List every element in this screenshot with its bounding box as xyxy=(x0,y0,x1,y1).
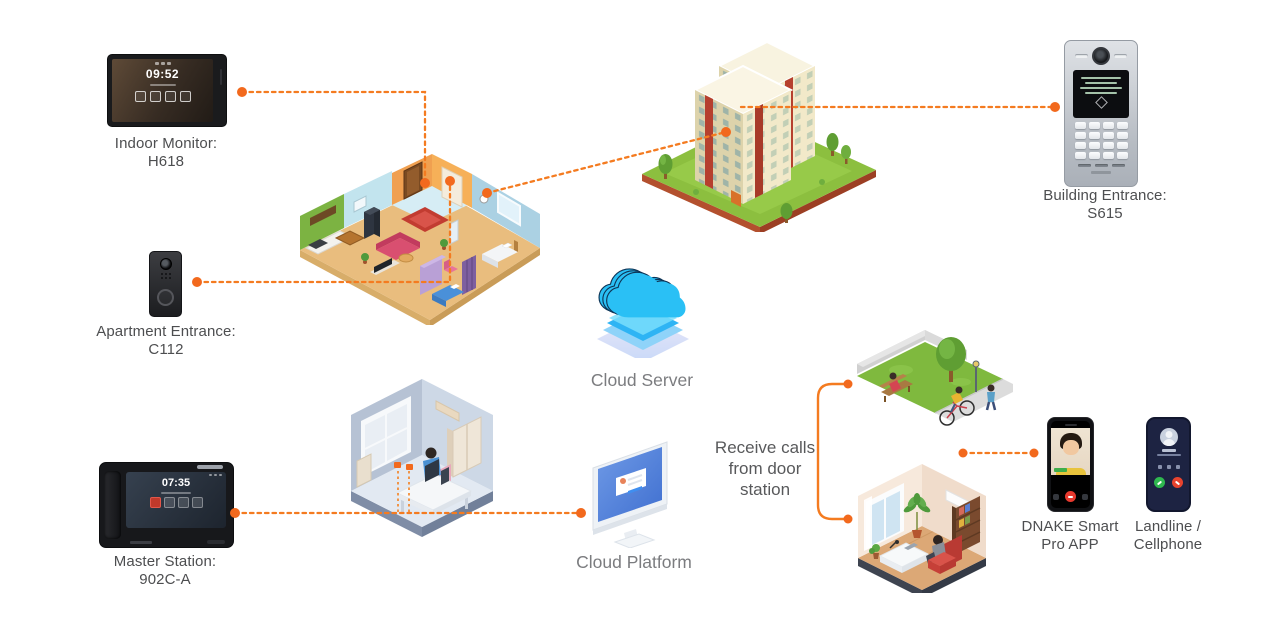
brand-logo xyxy=(1091,171,1111,174)
mute-icon xyxy=(1053,493,1059,500)
smart-app-phone xyxy=(1047,417,1094,512)
master-station-time: 07:35 xyxy=(161,477,191,489)
receive-calls-note: Receive calls from door station xyxy=(701,437,829,500)
brand-logo xyxy=(130,540,152,544)
master-station-label: Master Station: 902C-A xyxy=(70,553,260,589)
date-bar xyxy=(161,492,191,494)
home-app-icons xyxy=(126,497,226,508)
home-office-illustration xyxy=(341,371,503,548)
door-station-camera xyxy=(1092,47,1110,65)
cloud-platform-label: Cloud Platform xyxy=(576,552,692,572)
speaker-slot xyxy=(220,69,222,85)
cloud-platform-svg xyxy=(592,441,668,549)
call-controls xyxy=(1051,491,1090,502)
indoor-monitor-label: Indoor Monitor: H618 xyxy=(71,135,261,171)
label-line1: DNAKE Smart xyxy=(1021,518,1119,535)
label-line1: Indoor Monitor: xyxy=(114,135,218,152)
call-actions xyxy=(1148,477,1189,488)
master-station-screen: 07:35 xyxy=(126,472,226,528)
speaker-strip xyxy=(197,465,223,469)
door-station-screen xyxy=(1073,70,1129,118)
label-line2: H618 xyxy=(147,153,185,170)
indoor-monitor-screen: 09:52 xyxy=(112,59,213,122)
caller-avatar xyxy=(1159,428,1178,446)
status-icons xyxy=(126,472,226,476)
decline-call-icon xyxy=(1172,477,1183,488)
landline-label: Landline / Cellphone xyxy=(1110,518,1226,554)
indoor-monitor-time: 09:52 xyxy=(145,67,180,81)
master-station-device: 07:35 xyxy=(99,462,234,548)
front-panel xyxy=(130,540,225,544)
ir-slot xyxy=(1075,54,1088,58)
label-line1: Apartment Entrance: xyxy=(96,323,236,340)
indoor-monitor-device: 09:52 xyxy=(107,54,227,127)
keypad xyxy=(1065,122,1137,159)
apartment-illustration xyxy=(296,150,542,327)
home-office-svg xyxy=(351,379,493,537)
key-strip xyxy=(207,540,225,544)
park-scene-illustration xyxy=(851,326,1021,453)
cloud-server-svg xyxy=(597,268,689,362)
status-icons xyxy=(112,62,213,65)
unlock-icon xyxy=(1082,493,1088,500)
apartment-entrance-label: Apartment Entrance: C112 xyxy=(71,323,261,359)
speaker-grille xyxy=(1065,164,1137,167)
accept-call-icon xyxy=(1154,477,1165,488)
ir-slot xyxy=(1114,54,1127,58)
home-app-icons xyxy=(112,91,213,102)
earpiece xyxy=(1064,424,1077,426)
call-button xyxy=(157,289,174,306)
landline-phone xyxy=(1146,417,1191,512)
video-call-screen xyxy=(1051,421,1090,508)
note-line1: Receive calls xyxy=(714,438,816,457)
mic-holes xyxy=(150,273,181,279)
apartment-entrance-device xyxy=(149,251,182,317)
caller-name-bar xyxy=(1161,449,1176,452)
label-line2: S615 xyxy=(1087,205,1123,222)
note-line2: from door xyxy=(728,459,802,478)
living-room-illustration xyxy=(852,456,994,598)
camera-row xyxy=(1065,47,1137,65)
handset xyxy=(104,471,121,539)
card-reader-icon xyxy=(1094,96,1108,109)
label-line2: C112 xyxy=(148,341,184,358)
building-entrance-label: Building Entrance: S615 xyxy=(1010,187,1200,223)
video-call-view xyxy=(1051,428,1090,475)
cloud-platform-illustration xyxy=(590,438,682,549)
building-illustration xyxy=(636,24,880,234)
label-line1: Landline / xyxy=(1134,518,1202,535)
living-room-svg xyxy=(858,464,986,598)
park-scene-svg xyxy=(857,330,1021,426)
label-line2: Cellphone xyxy=(1133,536,1203,553)
date-bar xyxy=(149,84,176,86)
caller-number-bar xyxy=(1156,454,1181,456)
cloud-server-label: Cloud Server xyxy=(590,370,694,390)
label-line2: 902C-A xyxy=(139,571,191,588)
smart-app-label: DNAKE Smart Pro APP xyxy=(1012,518,1128,554)
apartment-svg xyxy=(300,154,540,327)
doorbell-camera xyxy=(159,258,172,270)
label-line1: Master Station: xyxy=(113,553,217,570)
cloud-server-illustration xyxy=(592,260,694,362)
call-status-badge xyxy=(1054,468,1067,472)
hangup-icon xyxy=(1065,491,1076,502)
note-line3: station xyxy=(739,480,791,499)
call-option-icons xyxy=(1148,465,1189,469)
building-entrance-device xyxy=(1064,40,1138,187)
label-line1: Building Entrance: xyxy=(1043,187,1167,204)
building-svg xyxy=(642,40,876,234)
label-line2: Pro APP xyxy=(1041,536,1099,553)
